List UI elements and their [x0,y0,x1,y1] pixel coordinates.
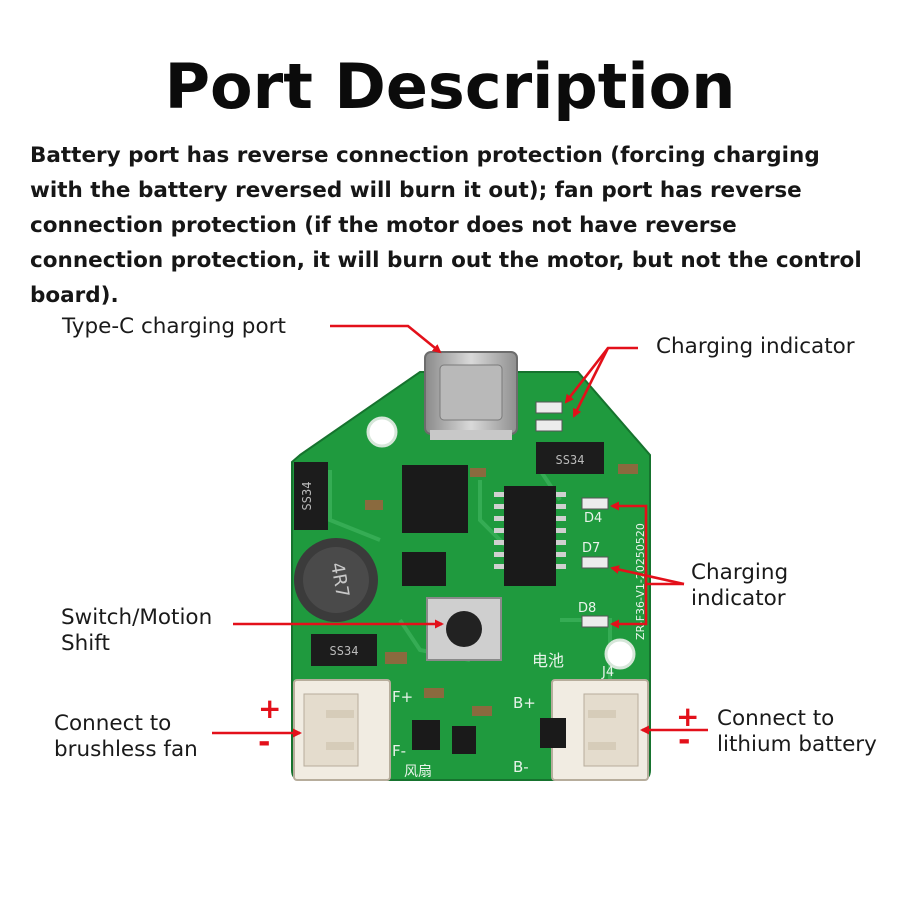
arrow-charging-mid-1 [610,501,684,586]
arrow-charging-top-2 [572,347,610,418]
fan-plus-sign: + [258,692,281,725]
arrow-charging-mid-2 [610,565,685,586]
mosfets [412,718,566,754]
label-battery-2: lithium battery [717,732,877,757]
top-leds [535,401,563,432]
silk-fminus: F- [392,742,406,760]
fan-connector [293,679,391,781]
passives [365,464,638,716]
silk-bplus: B+ [513,694,536,712]
description-text: Battery port has reverse connection prot… [30,143,862,308]
silk-d8: D8 [578,601,596,616]
inductor: 4R7 [294,538,378,622]
label-charging-top: Charging indicator [656,334,855,359]
silk-d7: D7 [582,541,600,556]
typec-port [424,351,518,440]
label-switch-1: Switch/Motion [61,605,213,630]
svg-text:SS34: SS34 [556,453,585,467]
small-chip-1 [402,465,468,533]
right-leds [581,497,609,628]
diode-top: SS34 [536,442,604,474]
label-battery-1: Connect to [717,706,835,731]
label-charging-mid-1: Charging [691,560,789,585]
silk-battery: 电池 [532,651,564,670]
label-fan-1: Connect to [54,711,172,736]
label-typec: Type-C charging port [62,314,286,339]
fan-minus-sign: - [258,725,270,760]
silk-fplus: F+ [392,688,413,706]
diode-left: SS34 [294,462,328,530]
silk-bminus: B- [513,758,529,776]
main-ic [494,486,566,586]
label-fan-2: brushless fan [54,737,198,762]
svg-text:SS34: SS34 [330,644,359,658]
battery-minus-sign: - [678,723,690,758]
silk-model: ZR-F36-V1-20250520 [634,523,647,640]
small-chip-2 [402,552,446,586]
silk-d4: D4 [584,511,602,526]
page-title: Port Description [164,50,736,123]
mounting-hole-left [366,416,398,448]
silk-j4: J4 [601,665,614,680]
svg-text:SS34: SS34 [300,482,314,511]
mounting-hole-right [604,638,636,670]
diode-bottom: SS34 [311,634,377,666]
battery-connector [551,679,649,781]
battery-plus-sign: + [676,700,699,733]
label-charging-mid-2: indicator [691,586,786,611]
label-switch-2: Shift [61,631,110,656]
arrow-typec [330,324,442,354]
arrow-charging-mid-3 [610,584,648,629]
silk-fan: 风扇 [404,764,432,780]
tactile-switch [426,597,502,661]
